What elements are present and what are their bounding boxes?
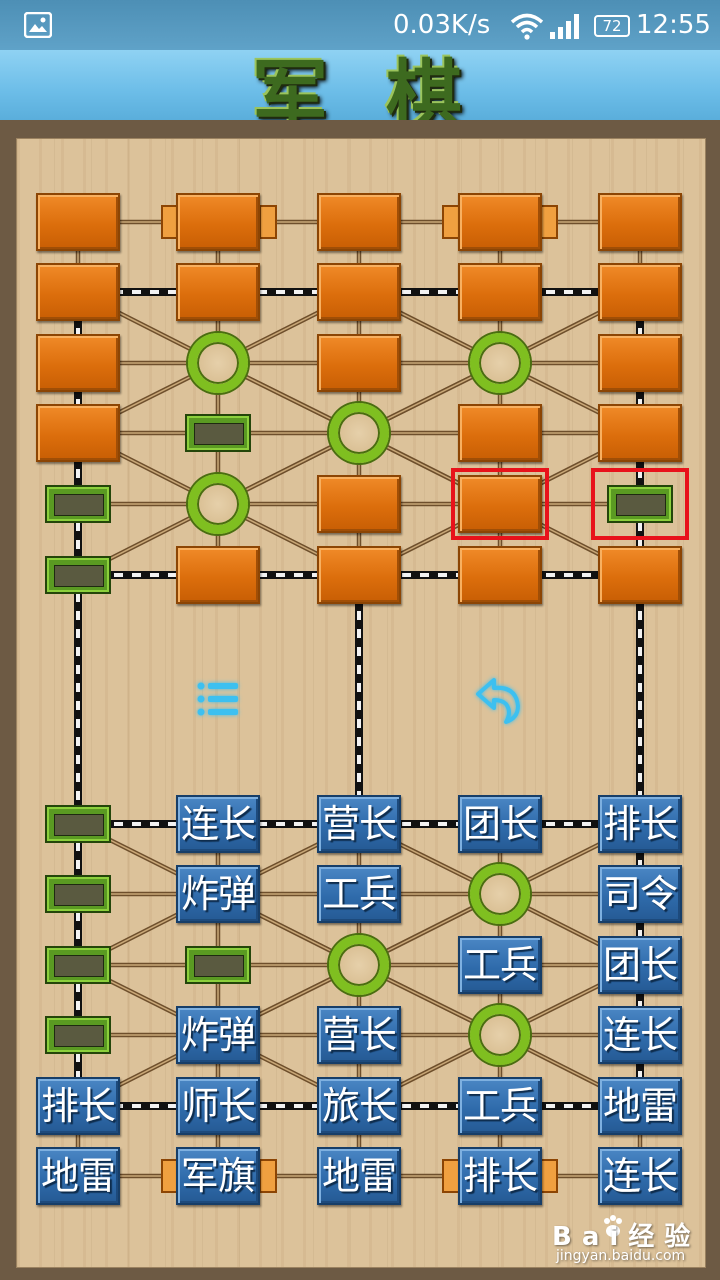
empty-post-slot bbox=[54, 565, 104, 587]
enemy-piece-hidden[interactable] bbox=[598, 546, 682, 604]
camp-circle[interactable] bbox=[470, 864, 530, 924]
empty-post[interactable] bbox=[45, 805, 111, 843]
watermark-url: jingyan.baidu.com bbox=[556, 1248, 686, 1264]
watermark: Bai经验 jingyan.baidu.com bbox=[548, 1212, 708, 1272]
enemy-piece-hidden[interactable] bbox=[36, 334, 120, 392]
empty-post[interactable] bbox=[45, 875, 111, 913]
own-piece[interactable]: 连长 bbox=[598, 1147, 682, 1205]
enemy-piece-hidden[interactable] bbox=[317, 334, 401, 392]
baidu-paw-icon bbox=[604, 1215, 622, 1237]
camp-circle[interactable] bbox=[470, 1005, 530, 1065]
gallery-notification-icon bbox=[24, 12, 52, 38]
enemy-piece-hidden[interactable] bbox=[458, 193, 542, 251]
battery-icon: 72 bbox=[594, 15, 630, 37]
own-piece[interactable]: 团长 bbox=[598, 936, 682, 994]
empty-post-slot bbox=[54, 884, 104, 906]
empty-post-slot bbox=[54, 955, 104, 977]
camp-circle[interactable] bbox=[329, 935, 389, 995]
wifi-icon bbox=[510, 13, 544, 40]
empty-post[interactable] bbox=[45, 556, 111, 594]
enemy-piece-hidden[interactable] bbox=[36, 404, 120, 462]
own-piece[interactable]: 营长 bbox=[317, 795, 401, 853]
empty-post-slot bbox=[54, 814, 104, 836]
own-piece[interactable]: 营长 bbox=[317, 1006, 401, 1064]
empty-post-slot bbox=[616, 494, 666, 516]
own-piece[interactable]: 工兵 bbox=[458, 936, 542, 994]
enemy-piece-hidden[interactable] bbox=[598, 404, 682, 462]
own-piece[interactable]: 工兵 bbox=[458, 1077, 542, 1135]
enemy-piece-hidden[interactable] bbox=[317, 263, 401, 321]
menu-icon bbox=[197, 682, 238, 716]
signal-icon bbox=[550, 14, 579, 39]
watermark-brand: Bai经验 bbox=[552, 1222, 701, 1252]
enemy-piece-hidden[interactable] bbox=[176, 263, 260, 321]
empty-post[interactable] bbox=[45, 946, 111, 984]
enemy-piece-hidden[interactable] bbox=[458, 404, 542, 462]
empty-post[interactable] bbox=[185, 414, 251, 452]
own-piece[interactable]: 司令 bbox=[598, 865, 682, 923]
enemy-piece-hidden[interactable] bbox=[36, 263, 120, 321]
status-bar: 0.03K/s 72 12:55 bbox=[0, 0, 720, 50]
headquarters-marker bbox=[259, 205, 277, 239]
camp-circle[interactable] bbox=[470, 333, 530, 393]
clock: 12:55 bbox=[636, 10, 711, 40]
enemy-piece-hidden[interactable] bbox=[598, 193, 682, 251]
selection-highlight bbox=[591, 468, 689, 540]
empty-post[interactable] bbox=[45, 485, 111, 523]
empty-post[interactable] bbox=[45, 1016, 111, 1054]
camp-circle[interactable] bbox=[188, 474, 248, 534]
enemy-piece-hidden[interactable] bbox=[317, 475, 401, 533]
enemy-piece-hidden[interactable] bbox=[176, 193, 260, 251]
enemy-piece-hidden[interactable] bbox=[458, 475, 542, 533]
headquarters-marker bbox=[259, 1159, 277, 1193]
battery-level: 72 bbox=[602, 17, 622, 35]
selection-highlight bbox=[451, 468, 549, 540]
empty-post-slot bbox=[54, 1025, 104, 1047]
own-piece[interactable]: 地雷 bbox=[36, 1147, 120, 1205]
empty-post-slot bbox=[194, 423, 244, 445]
camp-circle[interactable] bbox=[329, 403, 389, 463]
own-piece[interactable]: 旅长 bbox=[317, 1077, 401, 1135]
enemy-piece-hidden[interactable] bbox=[317, 193, 401, 251]
own-piece[interactable]: 师长 bbox=[176, 1077, 260, 1135]
empty-post-slot bbox=[194, 955, 244, 977]
enemy-piece-hidden[interactable] bbox=[317, 546, 401, 604]
menu-button[interactable] bbox=[188, 674, 248, 724]
own-piece[interactable]: 连长 bbox=[176, 795, 260, 853]
undo-button[interactable] bbox=[470, 672, 530, 724]
enemy-piece-hidden[interactable] bbox=[598, 334, 682, 392]
own-piece[interactable]: 炸弹 bbox=[176, 1006, 260, 1064]
camp-circle[interactable] bbox=[188, 333, 248, 393]
own-piece[interactable]: 连长 bbox=[598, 1006, 682, 1064]
own-piece[interactable]: 排长 bbox=[458, 1147, 542, 1205]
own-piece[interactable]: 团长 bbox=[458, 795, 542, 853]
network-speed: 0.03K/s bbox=[393, 10, 491, 40]
undo-icon bbox=[476, 678, 520, 724]
enemy-piece-hidden[interactable] bbox=[598, 263, 682, 321]
empty-post[interactable] bbox=[185, 946, 251, 984]
own-piece[interactable]: 排长 bbox=[598, 795, 682, 853]
enemy-piece-hidden[interactable] bbox=[176, 546, 260, 604]
own-piece[interactable]: 军旗 bbox=[176, 1147, 260, 1205]
enemy-piece-hidden[interactable] bbox=[458, 546, 542, 604]
empty-post-slot bbox=[54, 494, 104, 516]
own-piece[interactable]: 地雷 bbox=[317, 1147, 401, 1205]
own-piece[interactable]: 炸弹 bbox=[176, 865, 260, 923]
enemy-piece-hidden[interactable] bbox=[458, 263, 542, 321]
own-piece[interactable]: 地雷 bbox=[598, 1077, 682, 1135]
enemy-piece-hidden[interactable] bbox=[36, 193, 120, 251]
own-piece[interactable]: 工兵 bbox=[317, 865, 401, 923]
empty-post[interactable] bbox=[607, 485, 673, 523]
own-piece[interactable]: 排长 bbox=[36, 1077, 120, 1135]
